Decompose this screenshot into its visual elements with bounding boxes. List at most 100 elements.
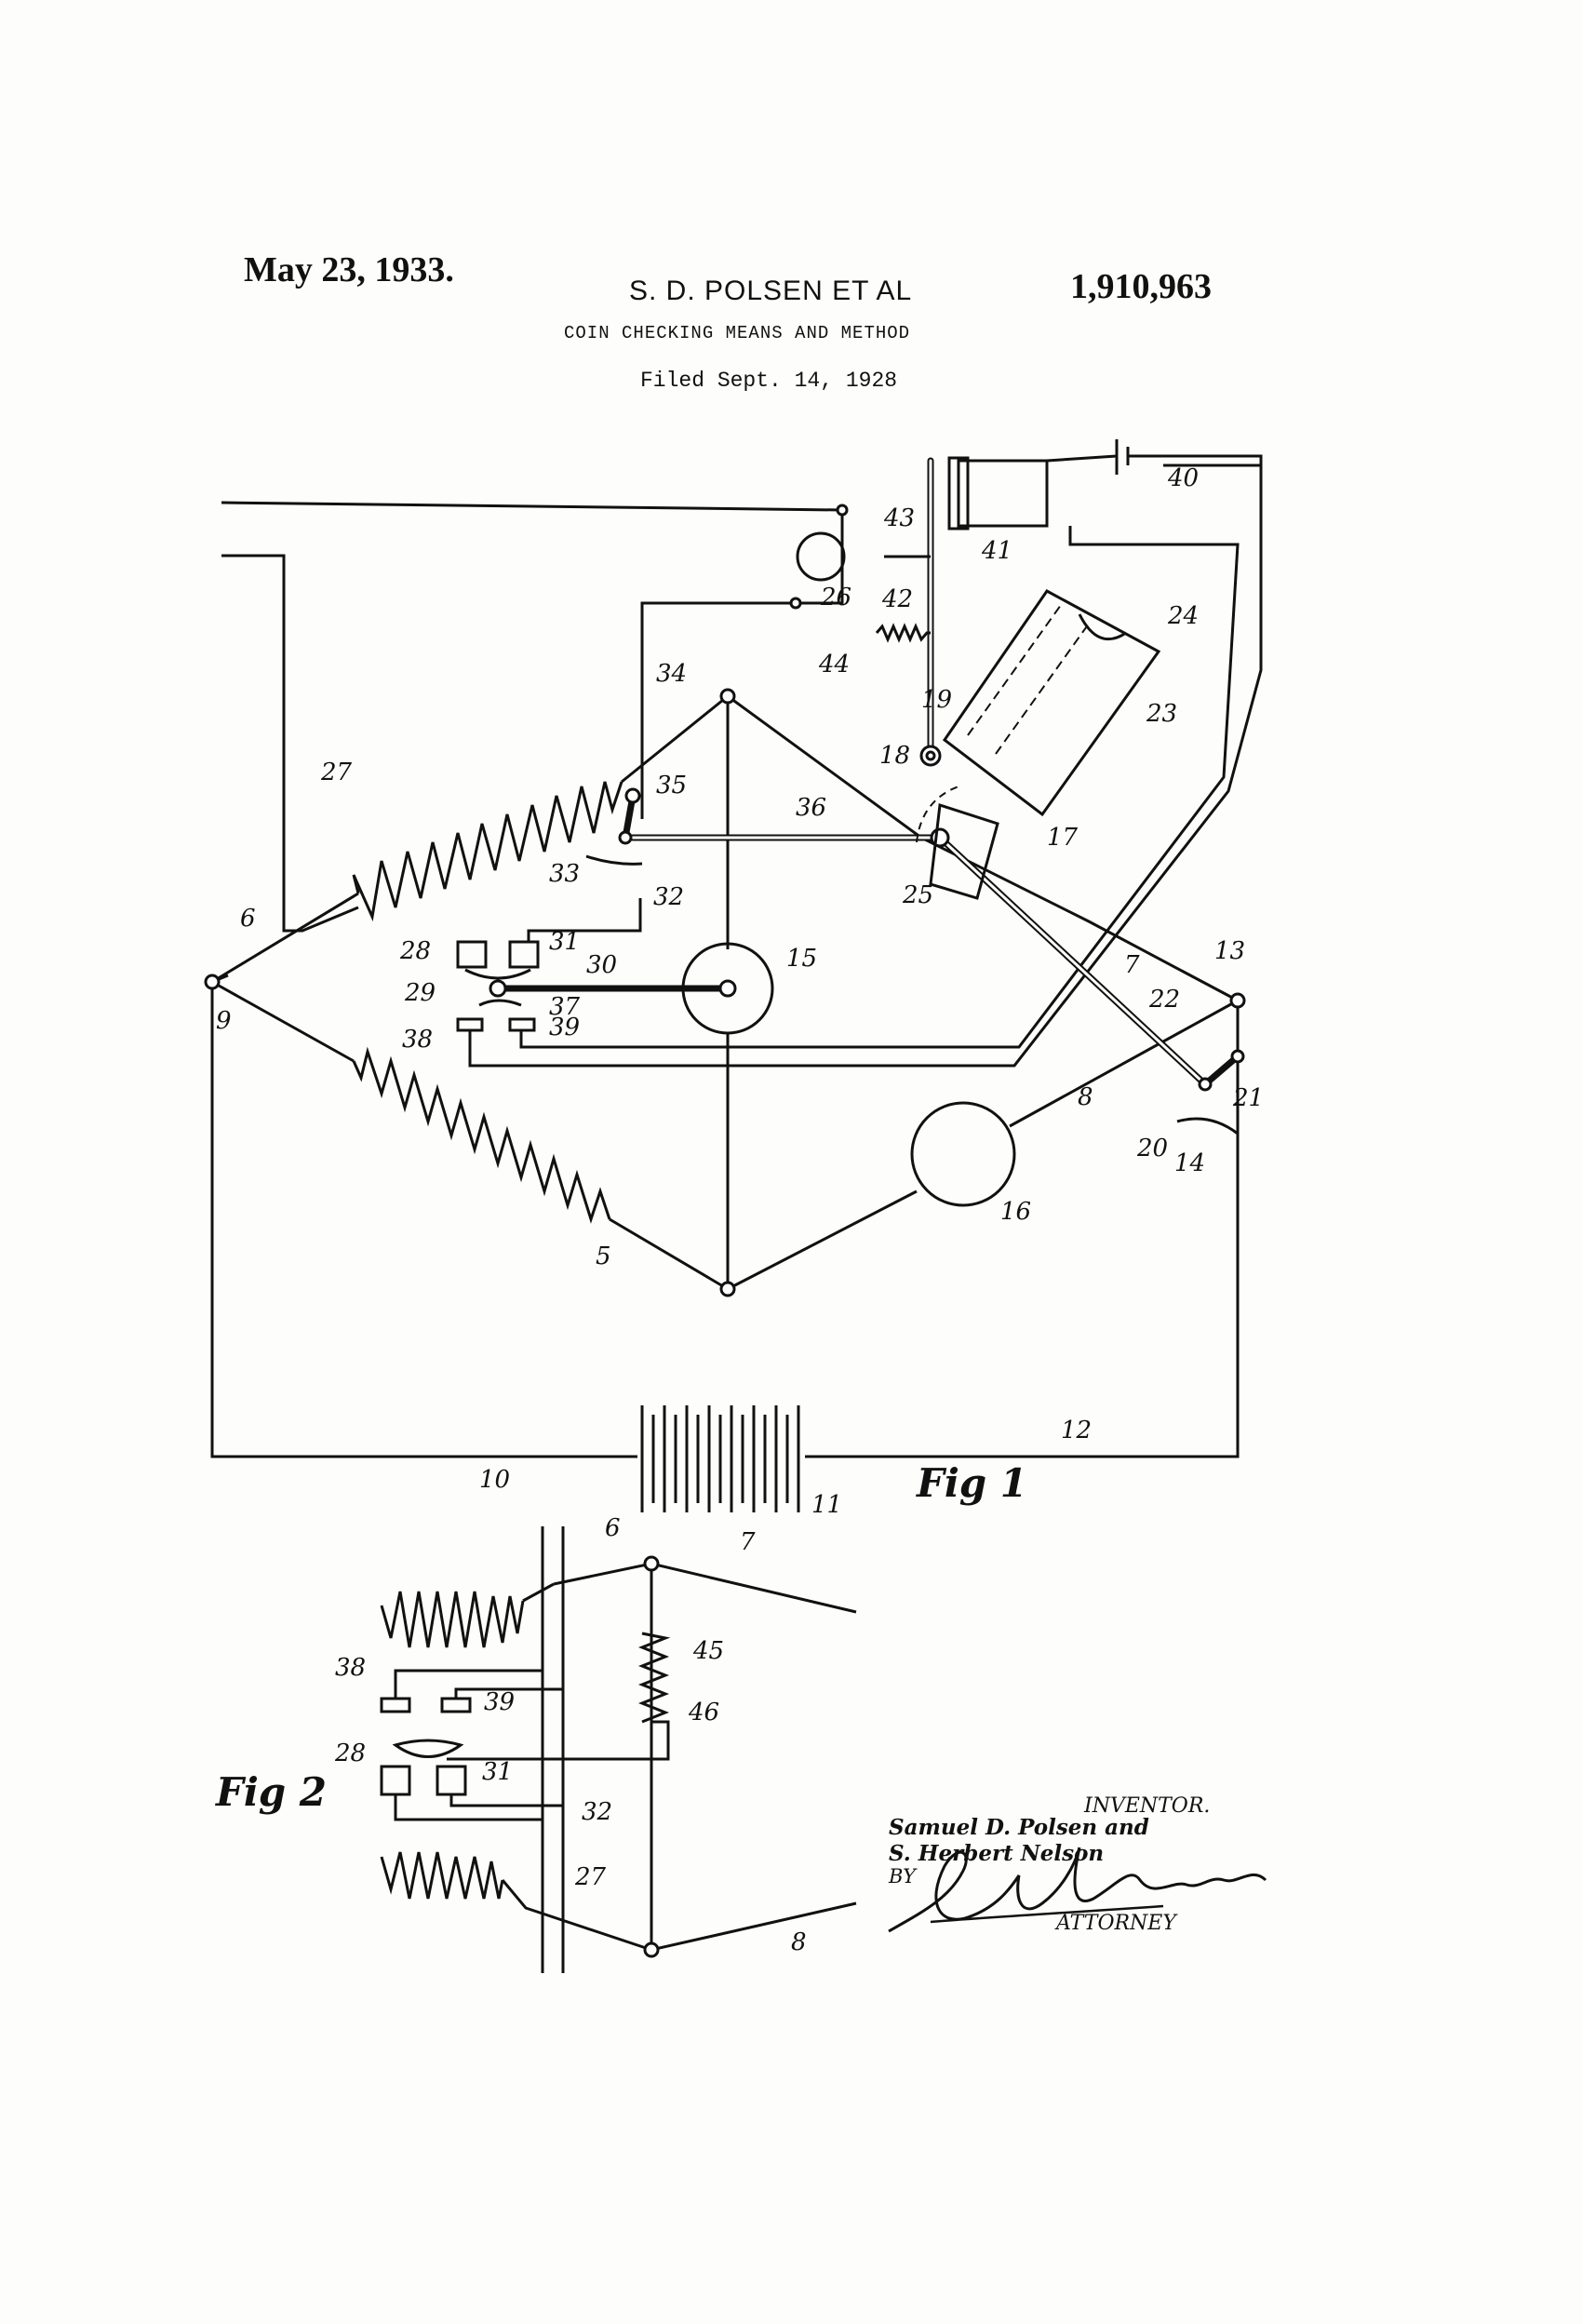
label-36: 36	[796, 794, 826, 822]
wire-5	[609, 1217, 729, 1291]
label-15: 15	[786, 945, 817, 973]
fig2-label-39: 39	[484, 1688, 515, 1716]
joint-21	[1198, 1077, 1213, 1092]
fig2-label-31: 31	[482, 1758, 513, 1786]
label-37: 37	[549, 993, 581, 1021]
fig2-label-38: 38	[335, 1654, 366, 1682]
label-11: 11	[811, 1491, 842, 1519]
label-18: 18	[879, 742, 910, 770]
label-44: 44	[818, 651, 850, 678]
coil-15	[681, 942, 774, 1035]
label-25: 25	[902, 881, 933, 909]
fig2-label-46: 46	[688, 1699, 719, 1726]
contact-28	[456, 940, 488, 969]
coin-chute-23	[942, 589, 1161, 817]
node-13	[1229, 992, 1246, 1009]
wire-8	[1009, 999, 1239, 1128]
fig2-label-45: 45	[692, 1637, 724, 1665]
fig2-contact-31	[436, 1765, 467, 1796]
label-14: 14	[1174, 1149, 1205, 1177]
node-9	[204, 974, 221, 990]
inventor-caption: INVENTOR.	[1084, 1794, 1211, 1818]
label-6: 6	[240, 905, 256, 933]
spring-44	[875, 623, 931, 643]
node-top	[719, 688, 736, 705]
label-10: 10	[479, 1466, 510, 1494]
label-16: 16	[1000, 1198, 1031, 1226]
label-8: 8	[1078, 1083, 1093, 1111]
label-5: 5	[596, 1243, 611, 1270]
contact-bridge-37	[478, 999, 522, 1007]
label-28: 28	[399, 937, 431, 965]
label-21: 21	[1232, 1084, 1264, 1112]
label-42: 42	[881, 585, 913, 613]
fig2-label-28: 28	[334, 1740, 366, 1767]
battery-11	[640, 1405, 800, 1512]
fig2-spring-45	[637, 1632, 671, 1724]
wire-12	[805, 1001, 1240, 1458]
wire-41-40	[1046, 454, 1118, 463]
wire-32	[527, 898, 642, 942]
coin-24	[1078, 613, 1127, 641]
wire-7	[727, 694, 1239, 1002]
label-30: 30	[586, 951, 617, 979]
contact-bridge-29	[464, 968, 531, 980]
fig2-contact-39	[440, 1697, 472, 1713]
label-39: 39	[549, 1014, 580, 1041]
wire-39-circuit	[519, 526, 1240, 1049]
contact-38	[456, 1017, 484, 1032]
label-43: 43	[883, 504, 915, 532]
wire-6-upper	[211, 892, 359, 984]
label-7: 7	[1124, 951, 1140, 979]
pivot-21	[1230, 1049, 1245, 1064]
fig2-wire-7	[553, 1562, 857, 1614]
wire-34	[640, 601, 796, 819]
inventor-name-2: S. Herbert Nelson	[889, 1841, 1105, 1866]
fig2-spring-upper	[380, 1591, 525, 1648]
wire-to-26	[796, 510, 844, 605]
figure-1-label: Fig 1	[916, 1460, 1027, 1506]
arc-25	[916, 786, 959, 843]
label-29: 29	[404, 979, 436, 1007]
label-35: 35	[656, 772, 687, 799]
label-33: 33	[549, 860, 580, 888]
label-17: 17	[1047, 824, 1079, 852]
fig2-label-6: 6	[605, 1514, 621, 1542]
label-13: 13	[1214, 937, 1245, 965]
fig2-contact-28	[380, 1765, 411, 1796]
arc-33	[585, 854, 643, 866]
label-41: 41	[981, 537, 1012, 565]
contact-31	[508, 940, 540, 969]
wire-to-coil-16	[727, 1189, 918, 1291]
label-22: 22	[1148, 986, 1180, 1014]
wire-9-lower	[211, 980, 355, 1063]
lever-21	[1201, 1053, 1241, 1088]
pivot-37	[489, 979, 507, 998]
coil-16	[910, 1101, 1016, 1207]
label-12: 12	[1061, 1417, 1092, 1444]
label-20: 20	[1136, 1135, 1168, 1162]
attorney-signature	[888, 1847, 1267, 1933]
holder-17	[929, 803, 999, 900]
label-32: 32	[653, 883, 684, 911]
wire-27	[221, 554, 359, 933]
signature-block: INVENTOR. Samuel D. Polsen and S. Herber…	[889, 1794, 1280, 1943]
patent-title: COIN CHECKING MEANS AND METHOD	[564, 323, 911, 343]
patent-number: 1,910,963	[1070, 267, 1212, 306]
label-23: 23	[1146, 700, 1177, 728]
inventors-header: S. D. POLSEN ET AL	[629, 275, 913, 306]
fig2-label-27: 27	[574, 1863, 607, 1891]
by-caption: BY	[889, 1865, 916, 1887]
terminal-26-bottom	[789, 597, 802, 610]
attorney-caption: ATTORNEY	[1056, 1912, 1176, 1935]
fig2-label-7: 7	[740, 1528, 756, 1556]
label-31: 31	[549, 928, 580, 956]
terminal-26-top	[836, 504, 849, 517]
label-26: 26	[820, 584, 851, 611]
label-38: 38	[402, 1026, 433, 1054]
wire-upper-to-top-node	[621, 694, 729, 784]
wire-top	[221, 501, 843, 512]
label-40: 40	[1167, 464, 1199, 492]
